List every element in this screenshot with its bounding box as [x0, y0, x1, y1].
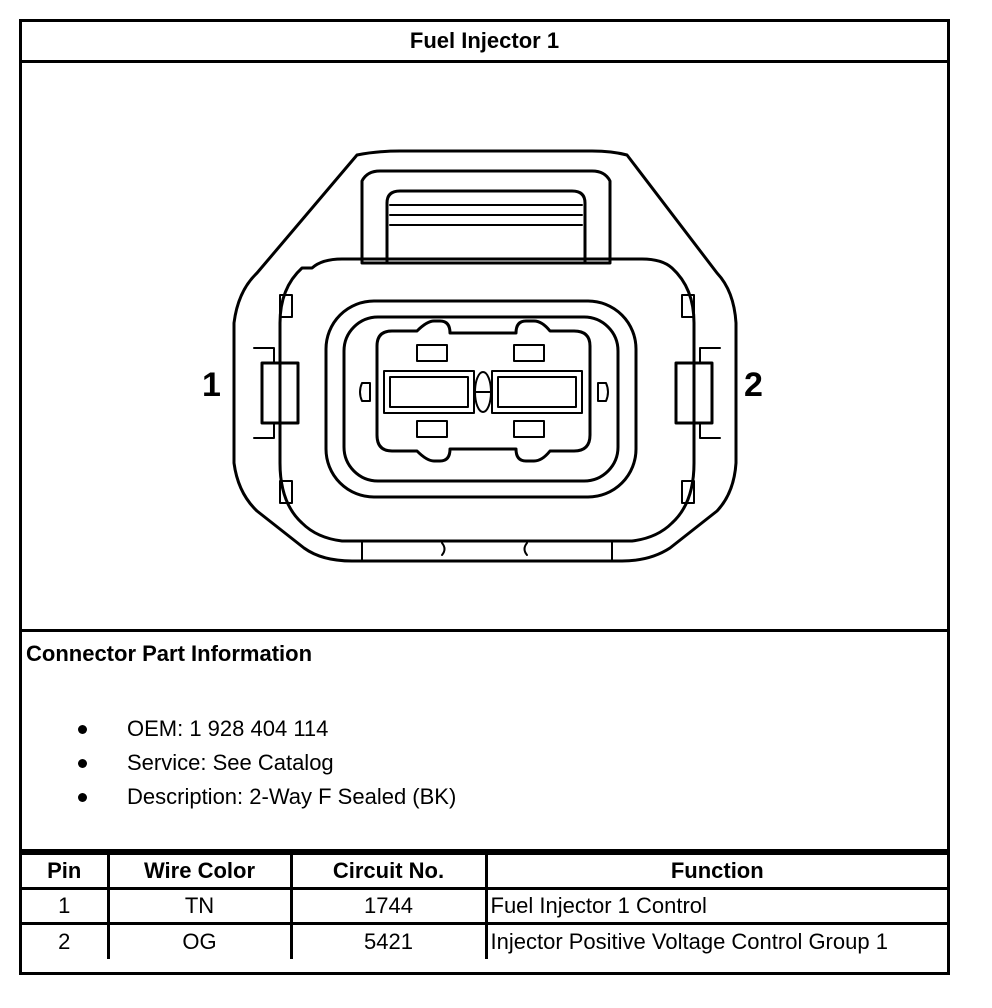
pin-2-label: 2 — [744, 366, 763, 404]
cell-circuit-no: 5421 — [289, 922, 488, 959]
pin-1-label: 1 — [202, 366, 221, 404]
cell-function: Injector Positive Voltage Control Group … — [484, 922, 947, 959]
seal-inner — [342, 315, 620, 483]
latch-tab — [385, 189, 587, 265]
connector-face-drawing — [232, 149, 738, 563]
terminal-cavity — [375, 319, 592, 463]
info-item-service: Service: See Catalog — [72, 748, 456, 782]
cell-wire-color: OG — [106, 922, 293, 959]
table-row: 1 TN 1744 Fuel Injector 1 Control — [22, 887, 947, 925]
body-outline — [278, 257, 696, 543]
bullet-icon — [78, 793, 87, 802]
bullet-icon — [78, 759, 87, 768]
info-item-description: Description: 2-Way F Sealed (BK) — [72, 782, 456, 816]
terminal-1 — [383, 370, 475, 414]
connector-part-information: Connector Part Information OEM: 1 928 40… — [22, 632, 947, 852]
pin-table: Pin Wire Color Circuit No. Function 1 TN… — [22, 852, 947, 959]
header-circuit-no: Circuit No. — [289, 852, 488, 890]
connector-diagram: 1 2 — [22, 63, 947, 632]
cell-circuit-no: 1744 — [289, 887, 488, 925]
title-text: Fuel Injector 1 — [409, 28, 560, 53]
left-side-tab — [260, 361, 300, 425]
info-item-oem: OEM: 1 928 404 114 — [72, 714, 456, 748]
table-row: 2 OG 5421 Injector Positive Voltage Cont… — [22, 922, 947, 959]
cell-function: Fuel Injector 1 Control — [484, 887, 947, 925]
cell-pin: 1 — [22, 887, 110, 925]
seal-outer — [324, 299, 638, 499]
bullet-icon — [78, 725, 87, 734]
pin-table-header: Pin Wire Color Circuit No. Function — [22, 852, 947, 890]
housing-outline — [232, 149, 738, 563]
right-side-tab — [674, 361, 714, 425]
cell-pin: 2 — [22, 922, 110, 959]
info-heading: Connector Part Information — [26, 641, 313, 666]
header-wire-color: Wire Color — [106, 852, 293, 890]
connector-sheet: Fuel Injector 1 — [19, 19, 950, 975]
terminal-2 — [491, 370, 583, 414]
latch-frame — [360, 169, 612, 265]
cell-wire-color: TN — [106, 887, 293, 925]
connector-title: Fuel Injector 1 — [22, 22, 947, 63]
header-pin: Pin — [22, 852, 110, 890]
header-function: Function — [484, 852, 947, 890]
info-list: OEM: 1 928 404 114 Service: See Catalog … — [72, 714, 456, 816]
